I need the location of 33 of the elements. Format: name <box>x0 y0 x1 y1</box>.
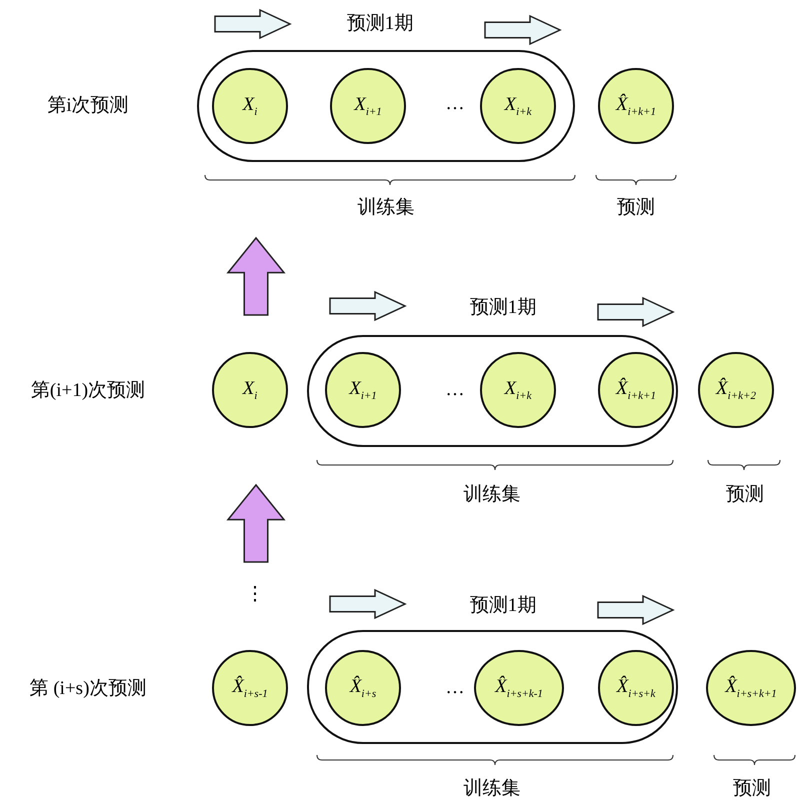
text-label: … <box>446 379 464 401</box>
variable-label: X$_{i}$ <box>242 378 258 402</box>
variable-label: X̂$_{i+k+1}$ <box>616 378 656 402</box>
value-circle <box>598 352 674 428</box>
variable-label: X$_{i}$ <box>242 94 258 118</box>
variable-label: X$_{i+k}$ <box>504 94 532 118</box>
variable-label: X̂$_{i+s+k-1}$ <box>495 676 543 700</box>
brace-label: 训练集 <box>464 777 520 801</box>
text-label: ⋮ <box>246 583 264 606</box>
variable-label: X̂$_{i+s}$ <box>350 676 376 700</box>
variable-label: X̂$_{i+k+1}$ <box>616 94 656 118</box>
text-label: 预测1期 <box>470 296 536 320</box>
brace-label: 训练集 <box>464 483 520 507</box>
variable-label: X̂$_{i+k+2}$ <box>716 378 756 402</box>
text-label: 预测1期 <box>346 12 414 36</box>
variable-label: X$_{i+k}$ <box>504 378 532 402</box>
variable-label: X$_{i+1}$ <box>354 94 382 118</box>
variable-label: X̂$_{i+s+k}$ <box>616 676 656 700</box>
brace-label: 预测 <box>617 196 655 220</box>
brace-label: 预测 <box>726 483 764 507</box>
variable-label: X̂$_{i+s-1}$ <box>232 676 268 700</box>
text-label: 第i次预测 <box>47 94 129 118</box>
value-circle <box>598 650 674 726</box>
brace-label: 训练集 <box>358 196 414 220</box>
text-label: 第 (i+s)次预测 <box>30 677 146 701</box>
text-label: 第(i+1)次预测 <box>30 379 146 403</box>
variable-label: X̂$_{i+s+k+1}$ <box>725 676 777 700</box>
text-label: … <box>446 677 464 699</box>
value-circle <box>212 68 288 144</box>
text-label: 预测1期 <box>470 594 536 618</box>
text-label: … <box>446 93 464 115</box>
variable-label: X$_{i+1}$ <box>349 378 377 402</box>
brace-label: 预测 <box>733 777 771 801</box>
